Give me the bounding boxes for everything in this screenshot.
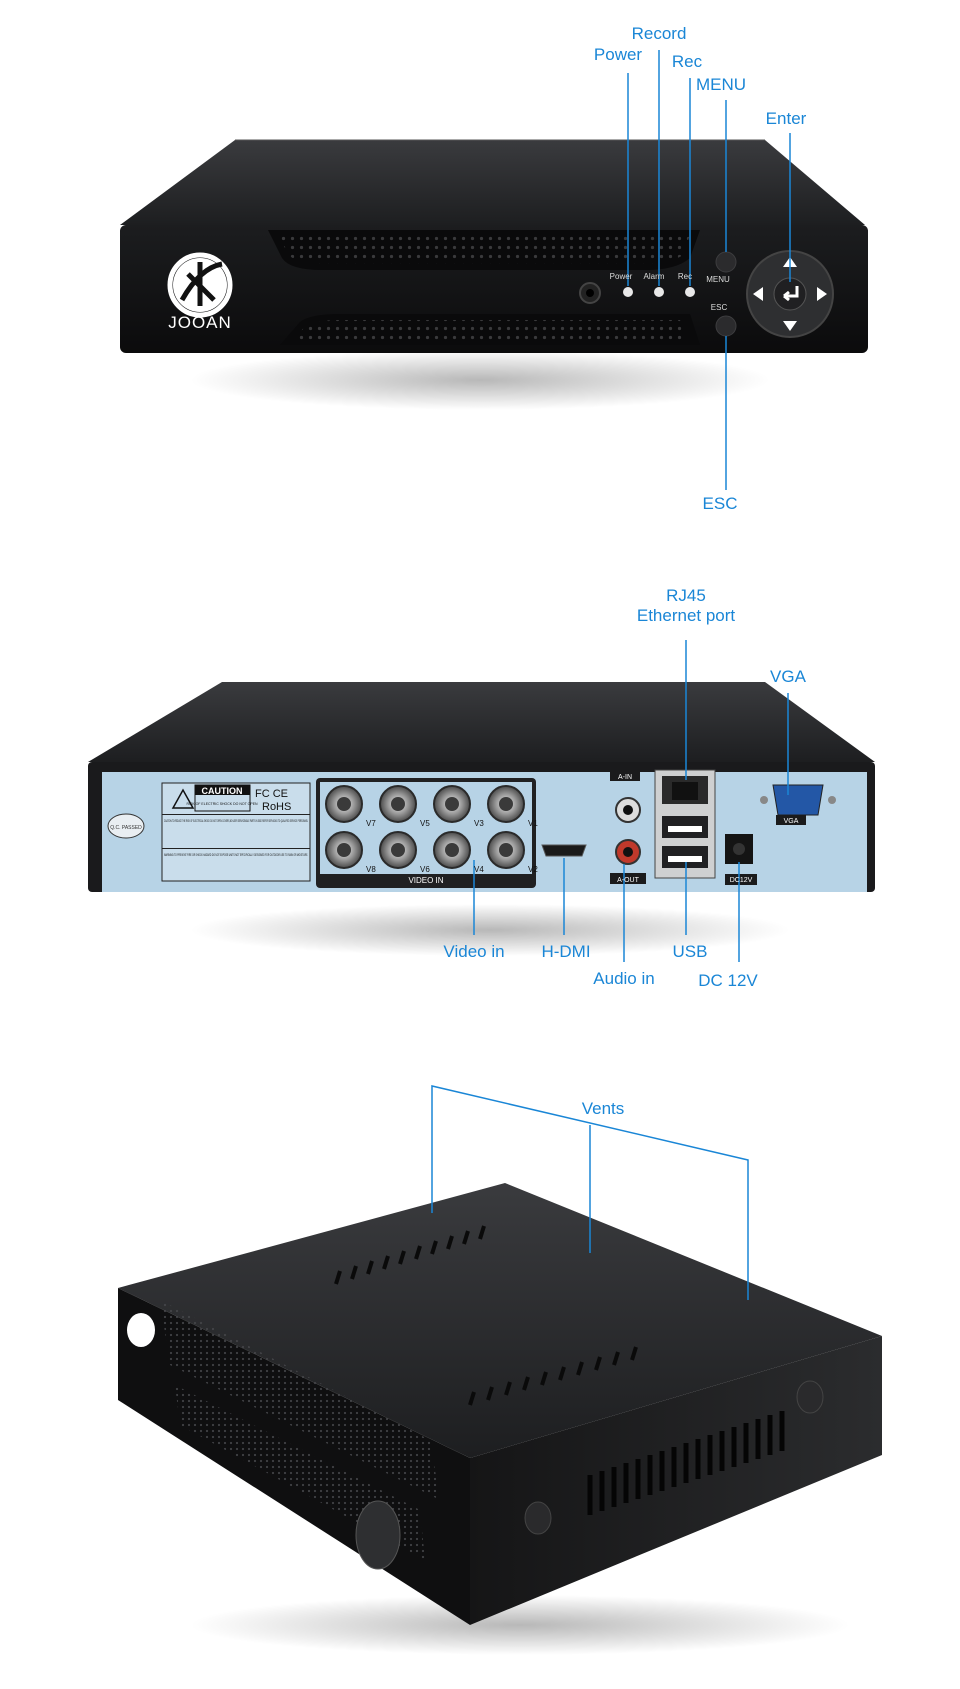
caution-small: RISK OF ELECTRIC SHOCK DO NOT OPEN	[186, 802, 258, 806]
callout-usb: USB	[672, 942, 708, 961]
callout-enter: Enter	[765, 109, 807, 128]
callout-esc: ESC	[702, 494, 738, 513]
fcce-mark: FC CE	[255, 788, 288, 800]
callout-vents: Vents	[581, 1099, 625, 1118]
callout-vga: VGA	[770, 667, 806, 686]
callout-hdmi: H-DMI	[541, 942, 591, 961]
callout-audio-in: Audio in	[593, 969, 655, 988]
channel-label: V4	[474, 865, 484, 874]
a-in-label: A-IN	[618, 774, 632, 781]
bnc-center	[337, 843, 351, 857]
label-esc-button: ESC	[711, 303, 728, 312]
channel-label: V8	[366, 865, 376, 874]
a-out-label: A-OUT	[617, 877, 640, 884]
label-alarm-led: Alarm	[644, 272, 665, 281]
vga-port-label: VGA	[784, 818, 799, 825]
label-power-led: Power	[610, 272, 633, 281]
bnc-center	[337, 797, 351, 811]
channel-label: V7	[366, 819, 376, 828]
dc12v-port-label: DC12V	[730, 877, 753, 884]
channel-label: V5	[420, 819, 430, 828]
side-vents	[587, 1411, 785, 1515]
brand-logo-text: JOOAN	[168, 313, 232, 332]
callout-ethernet-port: Ethernet port	[636, 606, 736, 625]
bnc-center	[499, 797, 513, 811]
callout-video-in: Video in	[443, 942, 505, 961]
callout-record: Record	[631, 24, 687, 43]
label-rec-led: Rec	[678, 272, 692, 281]
bnc-center	[391, 797, 405, 811]
label-menu-button: MENU	[706, 275, 730, 284]
channel-label: V1	[528, 819, 538, 828]
bnc-center	[391, 843, 405, 857]
callout-menu: MENU	[695, 75, 747, 94]
bnc-center	[445, 797, 459, 811]
channel-label: V6	[420, 865, 430, 874]
caution-title: CAUTION	[202, 786, 243, 796]
qc-sticker: Q.C. PASSED	[110, 825, 142, 831]
bnc-center	[499, 843, 513, 857]
warning-text-2: WARNING:TO PREVENT FIRE OR SHOCK HAZARD …	[164, 853, 308, 857]
video-in-panel-label: VIDEO IN	[408, 876, 443, 885]
callout-rj45: RJ45	[666, 586, 706, 605]
front-view-dvr	[120, 50, 868, 490]
warning-text-1: CAUTION:TO REDUCE THE RISK OF ELECTRICAL…	[164, 819, 308, 823]
bnc-center	[445, 843, 459, 857]
channel-label: V2	[528, 865, 538, 874]
lid-vents	[334, 1225, 638, 1406]
channel-label: V3	[474, 819, 484, 828]
rear-view-dvr	[88, 640, 875, 962]
iso-view-dvr	[118, 1085, 882, 1655]
callout-power: Power	[593, 45, 643, 64]
rohs-mark: RoHS	[262, 801, 291, 813]
callout-rec: Rec	[671, 52, 703, 71]
callout-dc12v: DC 12V	[698, 971, 758, 990]
